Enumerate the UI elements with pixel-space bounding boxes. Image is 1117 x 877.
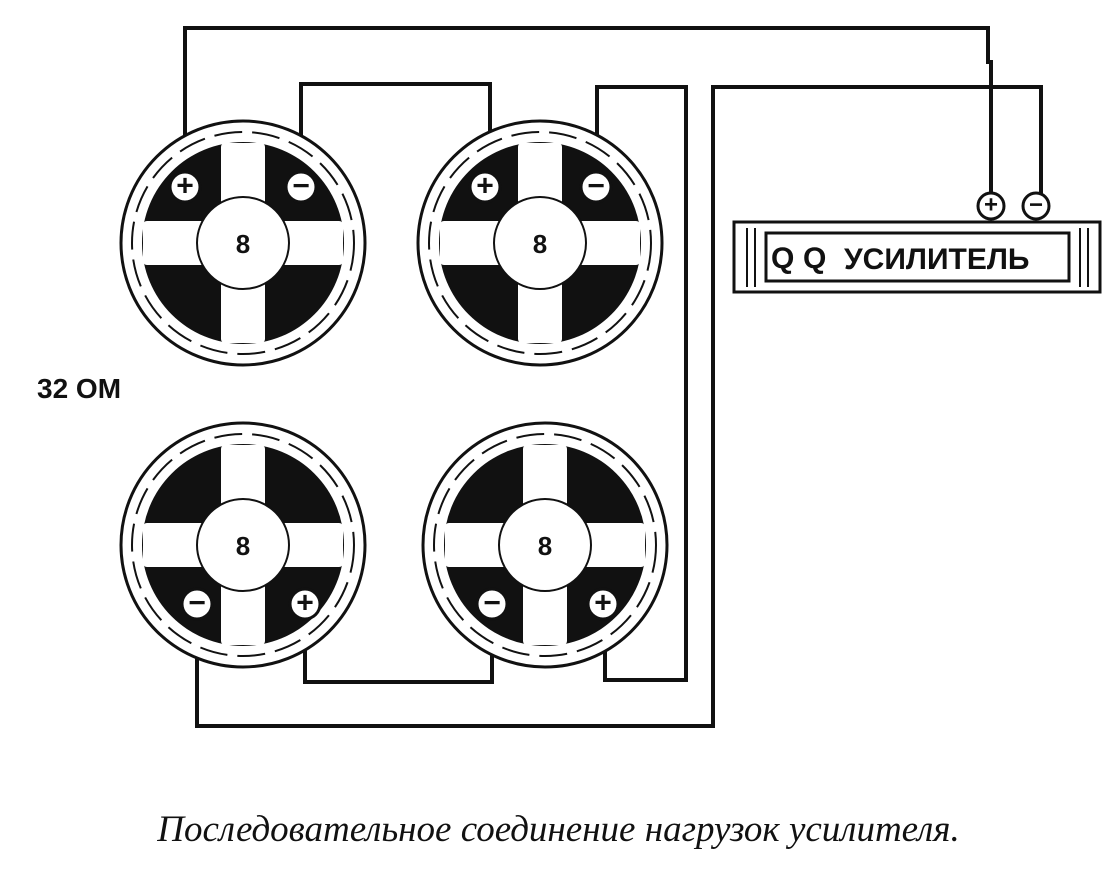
wire-amp-plus-to-speaker1-plus: [183, 26, 993, 195]
speaker-terminals: + − + − − + −: [168, 170, 620, 621]
terminal-minus-icon: −: [180, 587, 214, 621]
svg-text:−: −: [292, 170, 310, 203]
speaker-rim: [131, 131, 355, 355]
terminal-plus-icon: +: [586, 587, 620, 621]
svg-text:+: +: [984, 192, 998, 219]
amplifier-minus-terminal-icon: −: [1021, 191, 1051, 221]
svg-text:+: +: [176, 170, 194, 203]
wiring: [183, 26, 1043, 728]
speaker-impedance-label: 8: [236, 229, 250, 259]
amplifier-front-panel: [764, 231, 1071, 283]
speaker-top-left: 8: [119, 119, 367, 367]
amplifier-label: УСИЛИТЕЛЬ: [844, 243, 1029, 276]
terminal-minus-icon: −: [579, 170, 613, 204]
terminal-minus-icon: −: [475, 587, 509, 621]
amplifier-knob-icon: Q: [803, 242, 826, 275]
terminal-plus-icon: +: [288, 587, 322, 621]
speaker-rim: [433, 433, 657, 657]
terminal-plus-icon: +: [468, 170, 502, 204]
speaker-rim: [131, 433, 355, 657]
terminal-plus-icon: +: [168, 170, 202, 204]
speaker-dust-cap: [196, 498, 290, 592]
speaker-impedance-label: 8: [236, 531, 250, 561]
terminal-minus-icon: −: [284, 170, 318, 204]
speaker-bottom-left: 8: [119, 421, 367, 669]
svg-text:+: +: [476, 170, 494, 203]
amplifier-knob-icon: Q: [771, 242, 794, 275]
speaker-rim: [428, 131, 652, 355]
speaker-bottom-right: 8: [421, 421, 669, 669]
speaker-top-right: 8: [416, 119, 664, 367]
wire-speaker3-minus-to-amp-minus: [195, 85, 1043, 728]
speaker-dust-cap: [498, 498, 592, 592]
amplifier: Q Q УСИЛИТЕЛЬ + −: [732, 191, 1102, 294]
svg-text:−: −: [587, 170, 605, 203]
wire-speaker2-minus-to-speaker4-plus: [595, 85, 688, 682]
speaker-dust-cap: [196, 196, 290, 290]
speaker-dust-cap: [493, 196, 587, 290]
svg-text:−: −: [483, 587, 501, 620]
amplifier-plus-terminal-icon: +: [976, 191, 1006, 221]
total-impedance-label: 32 OM: [37, 373, 121, 404]
speaker-impedance-label: 8: [538, 531, 552, 561]
svg-text:+: +: [594, 587, 612, 620]
wiring-diagram: 8 8 8 8 + − +: [37, 26, 1102, 728]
svg-text:−: −: [1029, 192, 1043, 219]
speaker-impedance-label: 8: [533, 229, 547, 259]
wire-speaker1-minus-to-speaker2-plus: [299, 82, 492, 170]
figure-caption: Последовательное соединение нагрузок уси…: [157, 809, 960, 850]
svg-text:−: −: [188, 587, 206, 620]
svg-text:+: +: [296, 587, 314, 620]
